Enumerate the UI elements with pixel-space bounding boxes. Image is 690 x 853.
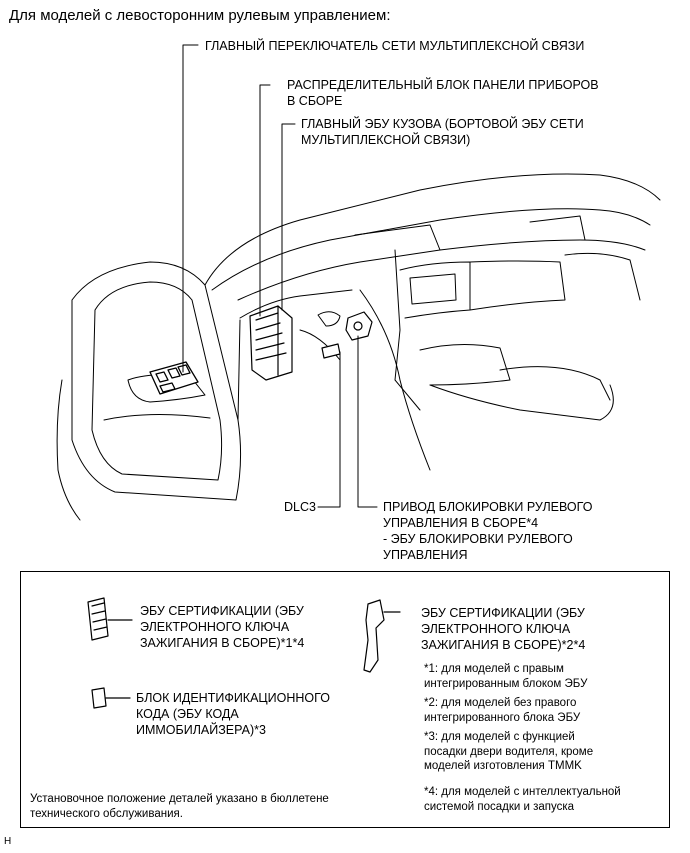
footnote-2: *2: для моделей без правого интегрирован… [424,696,580,725]
label-line: ГЛАВНЫЙ ЭБУ КУЗОВА (БОРТОВОЙ ЭБУ СЕТИ [301,117,584,131]
footnote-line: посадки двери водителя, кроме [424,745,594,758]
footnote-line: интегрированного блока ЭБУ [424,711,581,724]
footnote-line: *1: для моделей с правым [424,663,564,675]
leader-lines [182,44,378,508]
legend-cert-ecu-1: ЭБУ СЕРТИФИКАЦИИ (ЭБУ ЭЛЕКТРОННОГО КЛЮЧА… [140,603,304,651]
label-instrument-panel-junction-block: РАСПРЕДЕЛИТЕЛЬНЫЙ БЛОК ПАНЕЛИ ПРИБОРОВ В… [287,77,599,109]
label-line: ЭЛЕКТРОННОГО КЛЮЧА [140,620,290,634]
multiplex-master-switch [149,361,199,395]
label-line: ЭБУ СЕРТИФИКАЦИИ (ЭБУ [421,606,585,620]
legend-box [20,571,670,828]
label-line: УПРАВЛЕНИЯ [383,548,468,562]
id-code-box-icon [91,687,131,709]
corner-mark: H [4,836,12,847]
label-line: ЭБУ СЕРТИФИКАЦИИ (ЭБУ [140,604,304,618]
label-steering-lock: ПРИВОД БЛОКИРОВКИ РУЛЕВОГО УПРАВЛЕНИЯ В … [383,499,592,563]
footnote-line: интегрированным блоком ЭБУ [424,677,588,690]
note-line: технического обслуживания. [30,807,183,820]
label-line: БЛОК ИДЕНТИФИКАЦИОННОГО [136,691,330,705]
footnote-line: моделей изготовления TMMK [424,760,582,772]
label-line: ЭЛЕКТРОННОГО КЛЮЧА [421,622,571,636]
note-line: Установочное положение деталей указано в… [30,793,329,805]
label-line: ЗАЖИГАНИЯ В СБОРЕ)*1*4 [140,636,305,650]
dlc3-connector [321,343,341,359]
page-title: Для моделей с левосторонним рулевым упра… [9,7,391,24]
label-line: ПРИВОД БЛОКИРОВКИ РУЛЕВОГО [383,500,593,514]
label-main-body-ecu: ГЛАВНЫЙ ЭБУ КУЗОВА (БОРТОВОЙ ЭБУ СЕТИ МУ… [301,116,584,148]
label-line: УПРАВЛЕНИЯ В СБОРЕ*4 [383,516,539,530]
label-line: ЗАЖИГАНИЯ В СБОРЕ)*2*4 [421,638,586,652]
label-line: В СБОРЕ [287,94,343,108]
label-line: - ЭБУ БЛОКИРОВКИ РУЛЕВОГО [383,532,573,546]
label-line: РАСПРЕДЕЛИТЕЛЬНЫЙ БЛОК ПАНЕЛИ ПРИБОРОВ [287,78,599,92]
label-dlc3: DLC3 [284,500,316,514]
installation-note: Установочное положение деталей указано в… [30,792,329,821]
label-line: КОДА (ЭБУ КОДА [136,707,239,721]
footnote-4: *4: для моделей с интеллектуальной систе… [424,785,621,814]
cert-ecu-2-icon [363,599,401,673]
footnote-line: системой посадки и запуска [424,800,575,813]
cert-ecu-1-icon [87,597,133,641]
junction-block [249,305,293,381]
legend-cert-ecu-2: ЭБУ СЕРТИФИКАЦИИ (ЭБУ ЭЛЕКТРОННОГО КЛЮЧА… [421,605,585,653]
label-line: МУЛЬТИПЛЕКСНОЙ СВЯЗИ) [301,133,471,147]
label-line: ИММОБИЛАЙЗЕРА)*3 [136,723,266,737]
steering-lock-actuator [345,311,373,341]
footnote-line: *4: для моделей с интеллектуальной [424,786,621,798]
steering-column [317,311,341,327]
dashboard-outline [204,173,661,471]
footnote-line: *2: для моделей без правого [424,697,577,709]
legend-id-code-box: БЛОК ИДЕНТИФИКАЦИОННОГО КОДА (ЭБУ КОДА И… [136,690,330,738]
label-multiplex-main-switch: ГЛАВНЫЙ ПЕРЕКЛЮЧАТЕЛЬ СЕТИ МУЛЬТИПЛЕКСНО… [205,39,585,53]
footnote-line: *3: для моделей с функцией [424,731,575,743]
footnote-3: *3: для моделей с функцией посадки двери… [424,730,593,774]
door-outline [56,261,242,521]
footnote-1: *1: для моделей с правым интегрированным… [424,662,587,691]
